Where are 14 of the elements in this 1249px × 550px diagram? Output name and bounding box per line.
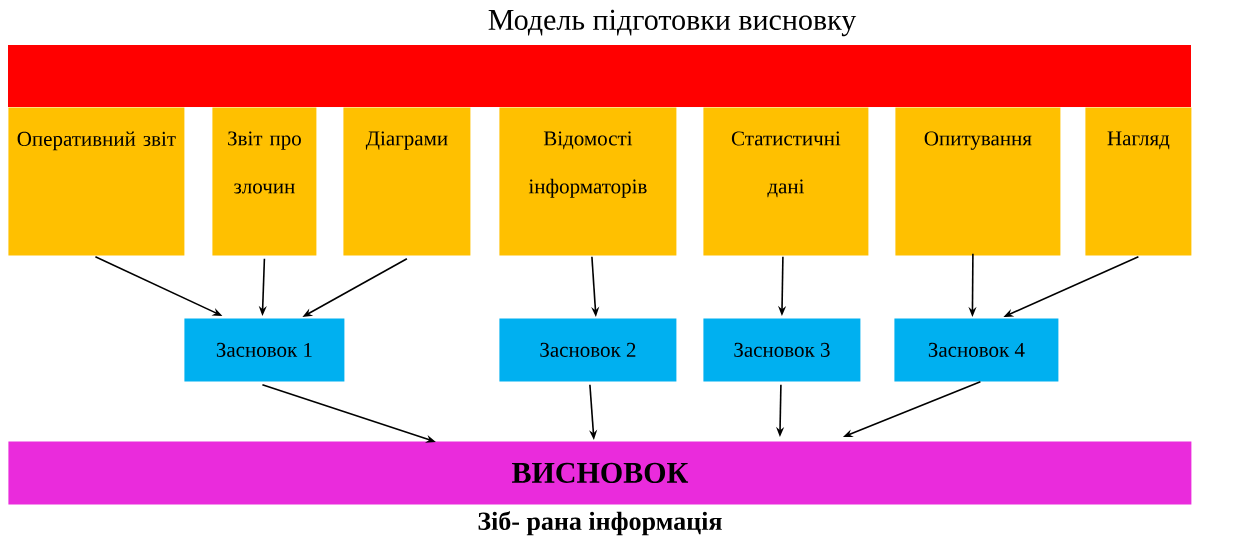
source-box: Оперативний звіт [8, 107, 185, 256]
source-box: Відомості інформаторів [499, 107, 677, 256]
source-box: Звіт про злочин [212, 107, 317, 256]
source-box: Опитування [895, 107, 1061, 256]
premise-box: Засновок 4 [894, 318, 1059, 382]
source-box: Статистичні дані [703, 107, 869, 256]
conclusion-bar: ВИСНОВОК [8, 441, 1192, 505]
premise-box: Засновок 3 [703, 318, 861, 382]
source-box: Нагляд [1085, 107, 1192, 256]
source-box: Діаграми [343, 107, 471, 256]
premise-box: Засновок 2 [499, 318, 677, 382]
caption-note: Зіб- рана інформація [478, 511, 722, 536]
premise-box: Засновок 1 [184, 318, 345, 382]
title: Модель підготовки висновку [488, 9, 857, 37]
